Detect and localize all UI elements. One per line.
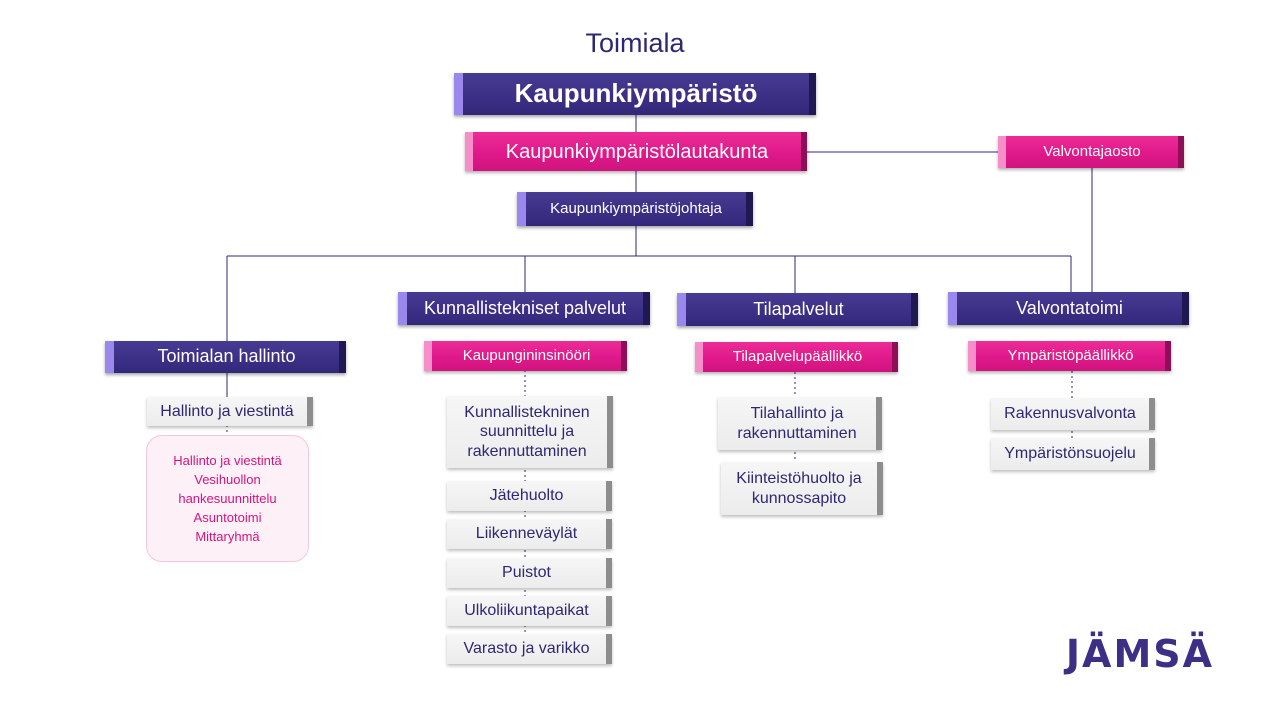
top-unit-box: Kaupunkiympäristö — [454, 73, 816, 115]
board-label: Kaupunkiympäristölautakunta — [505, 140, 769, 163]
head-municipal-box: Kaupungininsinööri — [424, 341, 627, 371]
department-facilities-label: Tilapalvelut — [753, 298, 844, 319]
unit-depot: Varasto ja varikko — [447, 634, 612, 664]
unit-waste-management: Jätehuolto — [447, 481, 612, 511]
unit-property-maintenance: Kiinteistöhuolto ja kunnossapito — [721, 462, 883, 515]
subboard-box: Valvontajaosto — [998, 136, 1184, 168]
admin-unit-item: Asuntotoimi — [193, 510, 262, 525]
department-admin-box: Toimialan hallinto — [105, 341, 346, 373]
jamsa-logo: JÄMSÄ — [1052, 626, 1228, 682]
director-label: Kaupunkiympäristöjohtaja — [550, 200, 722, 217]
department-supervision-box: Valvontatoimi — [948, 292, 1189, 325]
logo-text: JÄMSÄ — [1065, 632, 1215, 676]
admin-unit-item: Hallinto ja viestintä — [173, 453, 282, 468]
head-municipal-label: Kaupungininsinööri — [462, 347, 591, 364]
unit-environmental-protection: Ympäristönsuojelu — [991, 438, 1155, 470]
admin-units-panel: Hallinto ja viestintä Vesihuollon hankes… — [146, 435, 309, 562]
unit-roads: Liikenneväylät — [447, 519, 612, 549]
unit-sports-venues: Ulkoliikuntapaikat — [447, 596, 612, 626]
unit-parks: Puistot — [447, 558, 612, 588]
director-box: Kaupunkiympäristöjohtaja — [517, 192, 753, 226]
top-unit-label: Kaupunkiympäristö — [514, 78, 758, 109]
admin-unit-item: Vesihuollon hankesuunnittelu — [178, 472, 277, 506]
unit-admin-communication: Hallinto ja viestintä — [147, 397, 313, 426]
department-admin-label: Toimialan hallinto — [157, 346, 296, 367]
unit-facility-management: Tilahallinto ja rakennuttaminen — [718, 397, 882, 450]
unit-municipal-planning: Kunnallistekninen suunnittelu ja rakennu… — [447, 396, 613, 468]
subboard-label: Valvontajaosto — [1043, 143, 1141, 160]
department-municipal-label: Kunnallistekniset palvelut — [423, 297, 627, 318]
department-supervision-label: Valvontatoimi — [1016, 297, 1123, 318]
department-municipal-box: Kunnallistekniset palvelut — [398, 292, 650, 325]
board-box: Kaupunkiympäristölautakunta — [465, 132, 807, 171]
department-facilities-box: Tilapalvelut — [677, 293, 918, 326]
head-supervision-box: Ympäristöpäällikkö — [968, 341, 1171, 371]
head-facilities-box: Tilapalvelupäällikkö — [695, 342, 898, 372]
head-supervision-label: Ympäristöpäällikkö — [1007, 347, 1134, 364]
unit-building-control: Rakennusvalvonta — [991, 398, 1155, 430]
admin-unit-item: Mittaryhmä — [195, 529, 260, 544]
head-facilities-label: Tilapalvelupäällikkö — [732, 348, 863, 365]
diagram-title: Toimiala — [585, 28, 685, 58]
